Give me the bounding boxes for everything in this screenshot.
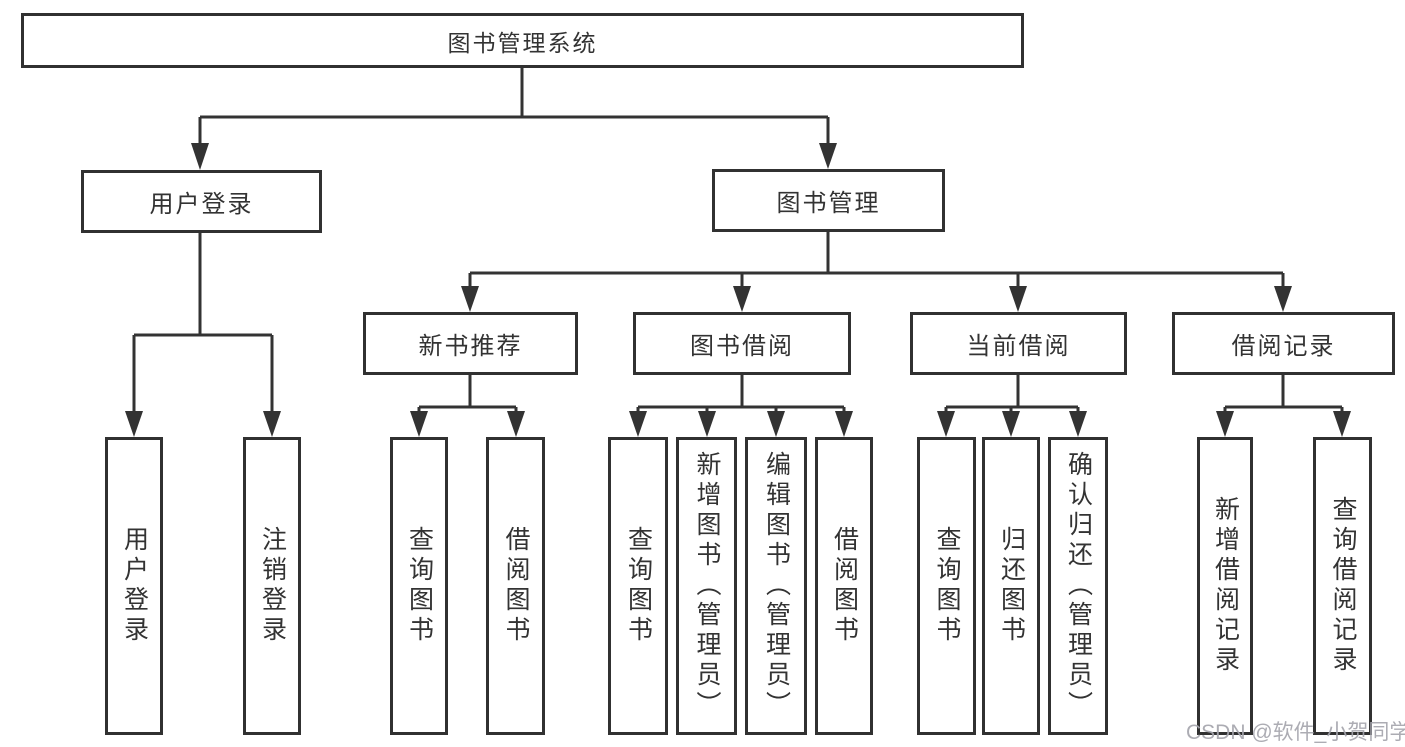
leaf-query-books-current: 查询图书 <box>917 437 976 735</box>
node-label: 新书推荐 <box>418 333 523 360</box>
node-label: 用户登录 <box>120 526 149 646</box>
node-label: 编辑图书（管理员） <box>762 451 791 721</box>
node-label: 查询图书 <box>624 526 653 646</box>
node-label: 图书管理 <box>776 190 881 217</box>
node-label: 查询图书 <box>405 526 434 646</box>
leaf-confirm-return-admin: 确认归还（管理员） <box>1048 437 1108 735</box>
node-label: 新增图书（管理员） <box>693 451 721 721</box>
node-library-management-system: 图书管理系统 <box>21 13 1024 68</box>
leaf-add-borrow-record: 新增借阅记录 <box>1197 437 1253 735</box>
node-label: 借阅图书 <box>502 526 530 646</box>
leaf-logout: 注销登录 <box>243 437 301 735</box>
node-label: 图书借阅 <box>690 333 794 360</box>
node-user-login: 用户登录 <box>81 170 322 233</box>
node-label: 图书管理系统 <box>447 29 598 56</box>
leaf-borrow-books: 借阅图书 <box>815 437 873 735</box>
node-label: 用户登录 <box>149 191 254 218</box>
node-label: 注销登录 <box>258 526 287 646</box>
node-label: 归还图书 <box>997 526 1026 646</box>
leaf-return-books: 归还图书 <box>982 437 1040 735</box>
csdn-watermark: CSDN @软件_小贺同学 <box>1186 721 1405 744</box>
node-label: 查询图书 <box>933 526 961 646</box>
leaf-borrow-books-recommend: 借阅图书 <box>486 437 545 735</box>
node-new-book-recommend: 新书推荐 <box>363 312 578 375</box>
node-label: 借阅记录 <box>1231 333 1336 360</box>
leaf-query-borrow-record: 查询借阅记录 <box>1313 437 1372 735</box>
node-label: 查询借阅记录 <box>1329 496 1357 676</box>
leaf-edit-books-admin: 编辑图书（管理员） <box>745 437 807 735</box>
node-book-borrow: 图书借阅 <box>633 312 851 375</box>
node-label: 新增借阅记录 <box>1211 496 1240 676</box>
node-borrow-record: 借阅记录 <box>1172 312 1395 375</box>
leaf-add-books-admin: 新增图书（管理员） <box>676 437 737 735</box>
leaf-query-books-borrow: 查询图书 <box>608 437 668 735</box>
node-label: 确认归还（管理员） <box>1064 451 1093 721</box>
node-label: 当前借阅 <box>966 333 1071 360</box>
leaf-query-books-recommend: 查询图书 <box>390 437 448 735</box>
leaf-user-login: 用户登录 <box>105 437 163 735</box>
node-book-management: 图书管理 <box>712 169 945 232</box>
node-current-borrow: 当前借阅 <box>910 312 1127 375</box>
node-label: 借阅图书 <box>830 526 859 646</box>
